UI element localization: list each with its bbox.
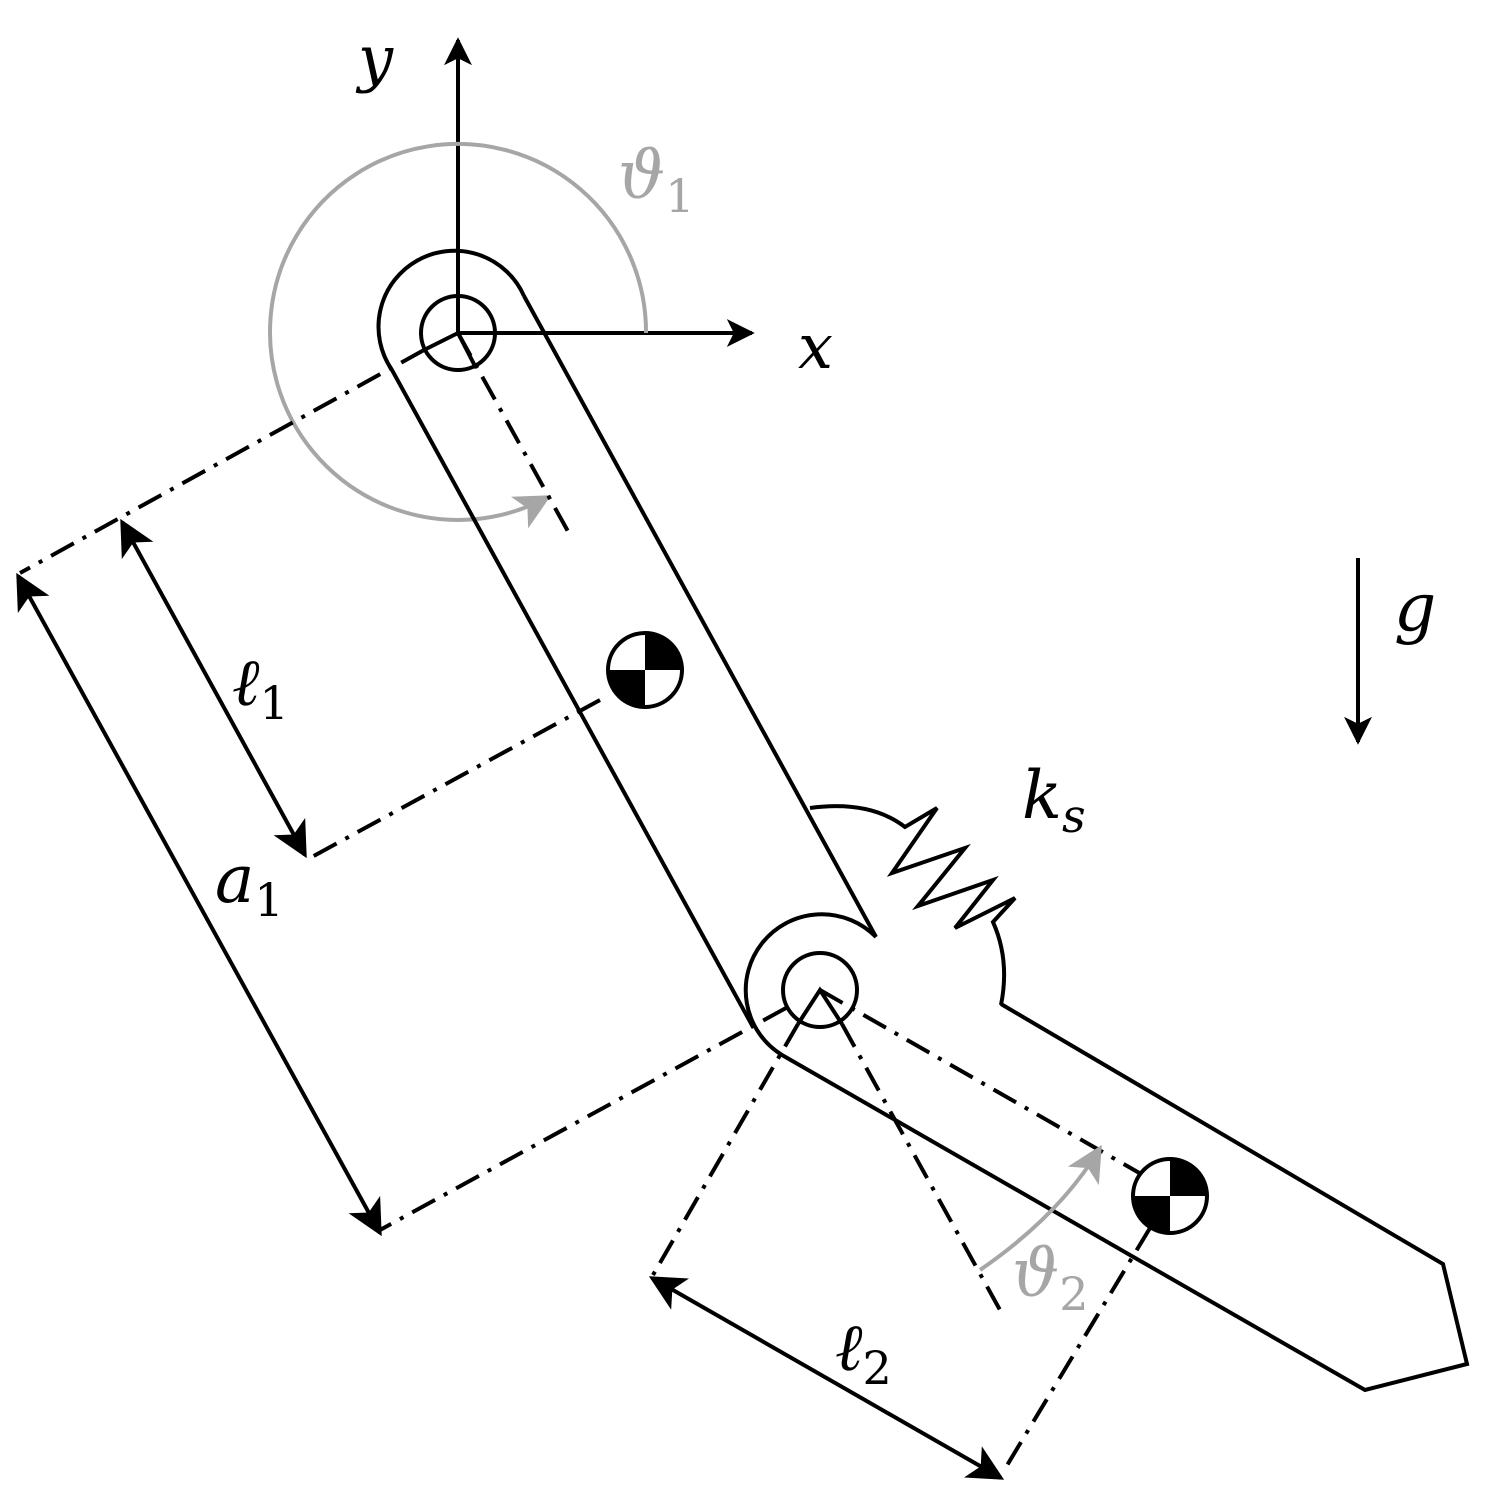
link1-outline	[376, 248, 878, 1028]
spring-stiffness-label: ks	[1022, 757, 1086, 843]
ell2-label: ℓ2	[835, 1309, 892, 1395]
ell1-label: ℓ1	[232, 644, 289, 730]
link2-outline	[743, 912, 1470, 1393]
theta2-angle-arc	[978, 1144, 1102, 1272]
a1-label: a1	[215, 841, 284, 927]
torsional-spring	[809, 804, 1017, 1006]
construction-lines	[19, 332, 1152, 1474]
link1-center-of-mass-icon	[606, 631, 684, 709]
ell2-dimension-arrow	[648, 1276, 1005, 1480]
theta2-label: ϑ2	[1012, 1235, 1088, 1321]
y-axis-label: y	[355, 22, 394, 95]
joint1-pin	[419, 294, 497, 372]
x-axis-label: x	[798, 310, 833, 383]
gravity-label: g	[1394, 569, 1436, 646]
joint2-pin	[781, 951, 859, 1029]
link2-center-of-mass-icon	[1131, 1157, 1209, 1235]
joint2-marker	[796, 986, 844, 1026]
theta1-label: ϑ1	[618, 137, 694, 223]
theta1-angle-arc	[268, 141, 649, 529]
a1-dimension-arrow	[16, 572, 382, 1237]
